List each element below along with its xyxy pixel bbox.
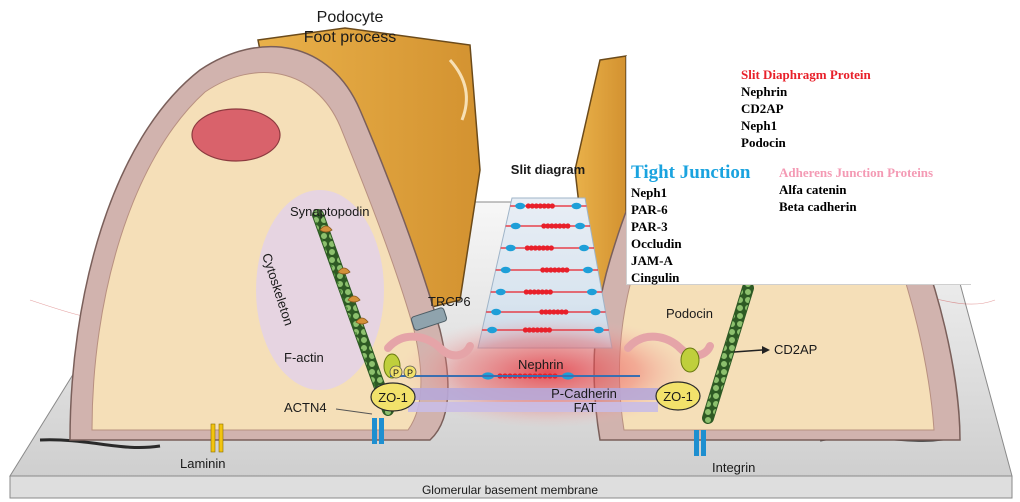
neph1-node <box>515 203 525 209</box>
adherens-junction-title: Adherens Junction Proteins <box>779 164 933 181</box>
neph1-node <box>487 327 497 333</box>
zo1-right-label: ZO-1 <box>663 389 693 404</box>
legend-item: CD2AP <box>741 100 871 117</box>
legend-item: Nephrin <box>741 83 871 100</box>
actn4-label: ACTN4 <box>284 400 327 415</box>
phosphate-p1: P <box>393 368 399 378</box>
adherens-junction-legend: Adherens Junction Proteins Alfa catenin … <box>779 164 933 215</box>
zo1-right-node: ZO-1 <box>656 382 700 410</box>
tight-junction-legend: Tight Junction Neph1 PAR-6 PAR-3 Occludi… <box>631 162 751 286</box>
neph1-node <box>583 267 593 273</box>
phosphate-p2: P <box>407 368 413 378</box>
nephrin-bead <box>565 223 570 228</box>
slit-diaphragm-legend: Slit Diaphragm Protein Nephrin CD2AP Nep… <box>741 66 871 151</box>
nephrin-bead <box>564 267 569 272</box>
podocin-label: Podocin <box>666 306 713 321</box>
nephrin-bead <box>549 245 554 250</box>
neph1-node <box>591 309 601 315</box>
f-actin-label: F-actin <box>284 350 324 365</box>
neph1-node <box>571 203 581 209</box>
neph1-node <box>501 267 511 273</box>
neph1-node <box>511 223 521 229</box>
p-cadherin-label: P-Cadherin <box>551 386 617 401</box>
nephrin-bead <box>550 203 555 208</box>
synaptopodin-label: Synaptopodin <box>290 204 370 219</box>
laminin-label: Laminin <box>180 456 226 471</box>
cd2ap-label: CD2AP <box>774 342 817 357</box>
trcp6-label: TRCP6 <box>428 294 471 309</box>
legend-item: Neph1 <box>631 184 751 201</box>
nephrin-label: Nephrin <box>518 357 564 372</box>
legend-item: Neph1 <box>741 117 871 134</box>
zo1-left-label: ZO-1 <box>378 390 408 405</box>
nephrin-bead <box>563 309 568 314</box>
legend-item: PAR-3 <box>631 218 751 235</box>
nephrin-bead <box>547 327 552 332</box>
neph1-node <box>594 327 604 333</box>
legend-item: Beta cadherin <box>779 198 933 215</box>
fat-label: FAT <box>574 400 597 415</box>
gbm-label: Glomerular basement membrane <box>422 483 598 497</box>
legend-item: Alfa catenin <box>779 181 933 198</box>
legend-item: Cingulin <box>631 269 751 286</box>
title-foot-process: Foot process <box>304 29 396 46</box>
legend-item: Podocin <box>741 134 871 151</box>
slit-diaphragm-title: Slit Diaphragm Protein <box>741 66 871 83</box>
neph1-node <box>496 289 506 295</box>
zo1-left-node: ZO-1 <box>371 383 415 411</box>
integrin-label: Integrin <box>712 460 755 475</box>
neph1-node <box>587 289 597 295</box>
legend-item: PAR-6 <box>631 201 751 218</box>
legend-item: JAM-A <box>631 252 751 269</box>
nucleus <box>192 109 280 161</box>
neph1-node <box>506 245 516 251</box>
nephrin-bead <box>548 289 553 294</box>
neph1-node <box>579 245 589 251</box>
protein-legend: Slit Diaphragm Protein Nephrin CD2AP Nep… <box>626 56 971 285</box>
neph1-node <box>491 309 501 315</box>
slit-diagram-label: Slit diagram <box>511 162 585 177</box>
tight-junction-title: Tight Junction <box>631 162 751 184</box>
title-podocyte: Podocyte <box>317 9 384 26</box>
neph1-node <box>575 223 585 229</box>
legend-item: Occludin <box>631 235 751 252</box>
